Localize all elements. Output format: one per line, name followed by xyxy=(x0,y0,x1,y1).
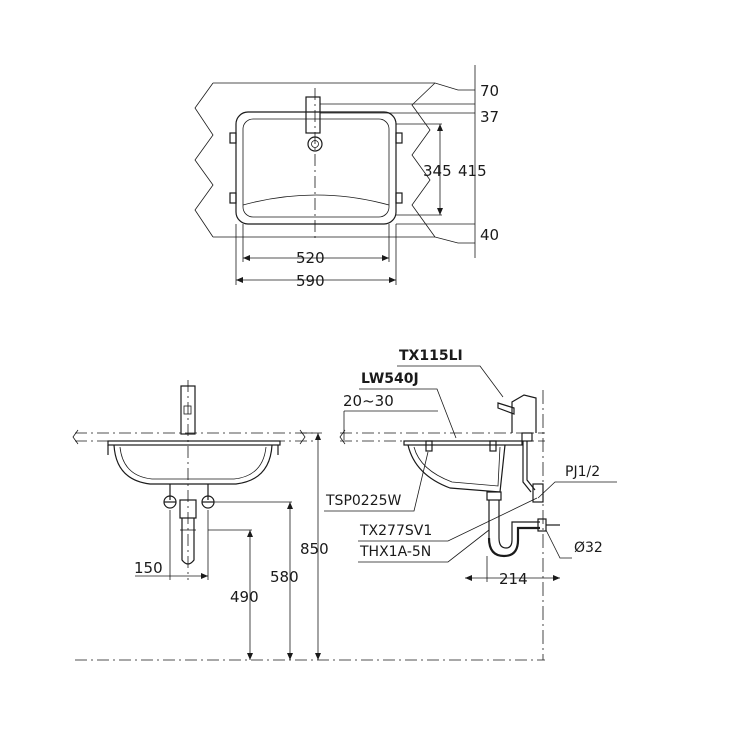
side-basin xyxy=(407,444,506,493)
dim-490: 490 xyxy=(230,588,259,606)
dim-850: 850 xyxy=(300,540,329,558)
dim-70: 70 xyxy=(480,82,499,100)
basin-inner xyxy=(242,118,390,218)
dim-345: 345 xyxy=(423,162,452,180)
dim-37: 37 xyxy=(480,108,499,126)
label-lw540j: LW540J xyxy=(361,371,419,387)
top-view: 70 37 345 415 40 520 590 xyxy=(194,65,499,290)
label-d32: Ø32 xyxy=(574,540,603,556)
dim-40: 40 xyxy=(480,226,499,244)
dim-150: 150 xyxy=(134,559,163,577)
label-thx1a-5n: THX1A-5N xyxy=(359,544,431,560)
label-tsp0225w: TSP0225W xyxy=(325,493,402,509)
dim-520: 520 xyxy=(296,249,325,267)
dim-20-30: 20~30 xyxy=(343,392,394,410)
dim-214: 214 xyxy=(499,570,528,588)
basin-outer xyxy=(235,111,397,225)
dim-415: 415 xyxy=(458,162,487,180)
front-view: 150 490 580 850 xyxy=(72,380,545,661)
label-tx115li: TX115LI xyxy=(399,348,463,364)
label-tx277sv1: TX277SV1 xyxy=(359,523,432,539)
dim-580: 580 xyxy=(270,568,299,586)
label-pj12: PJ1/2 xyxy=(565,464,600,480)
front-basin xyxy=(113,444,273,485)
side-faucet xyxy=(511,394,537,433)
side-view: 214 20~30 TX115LI LW540J PJ1/2 TSP0225W … xyxy=(324,348,617,660)
faucet-top xyxy=(305,96,321,134)
dim-590: 590 xyxy=(296,272,325,290)
